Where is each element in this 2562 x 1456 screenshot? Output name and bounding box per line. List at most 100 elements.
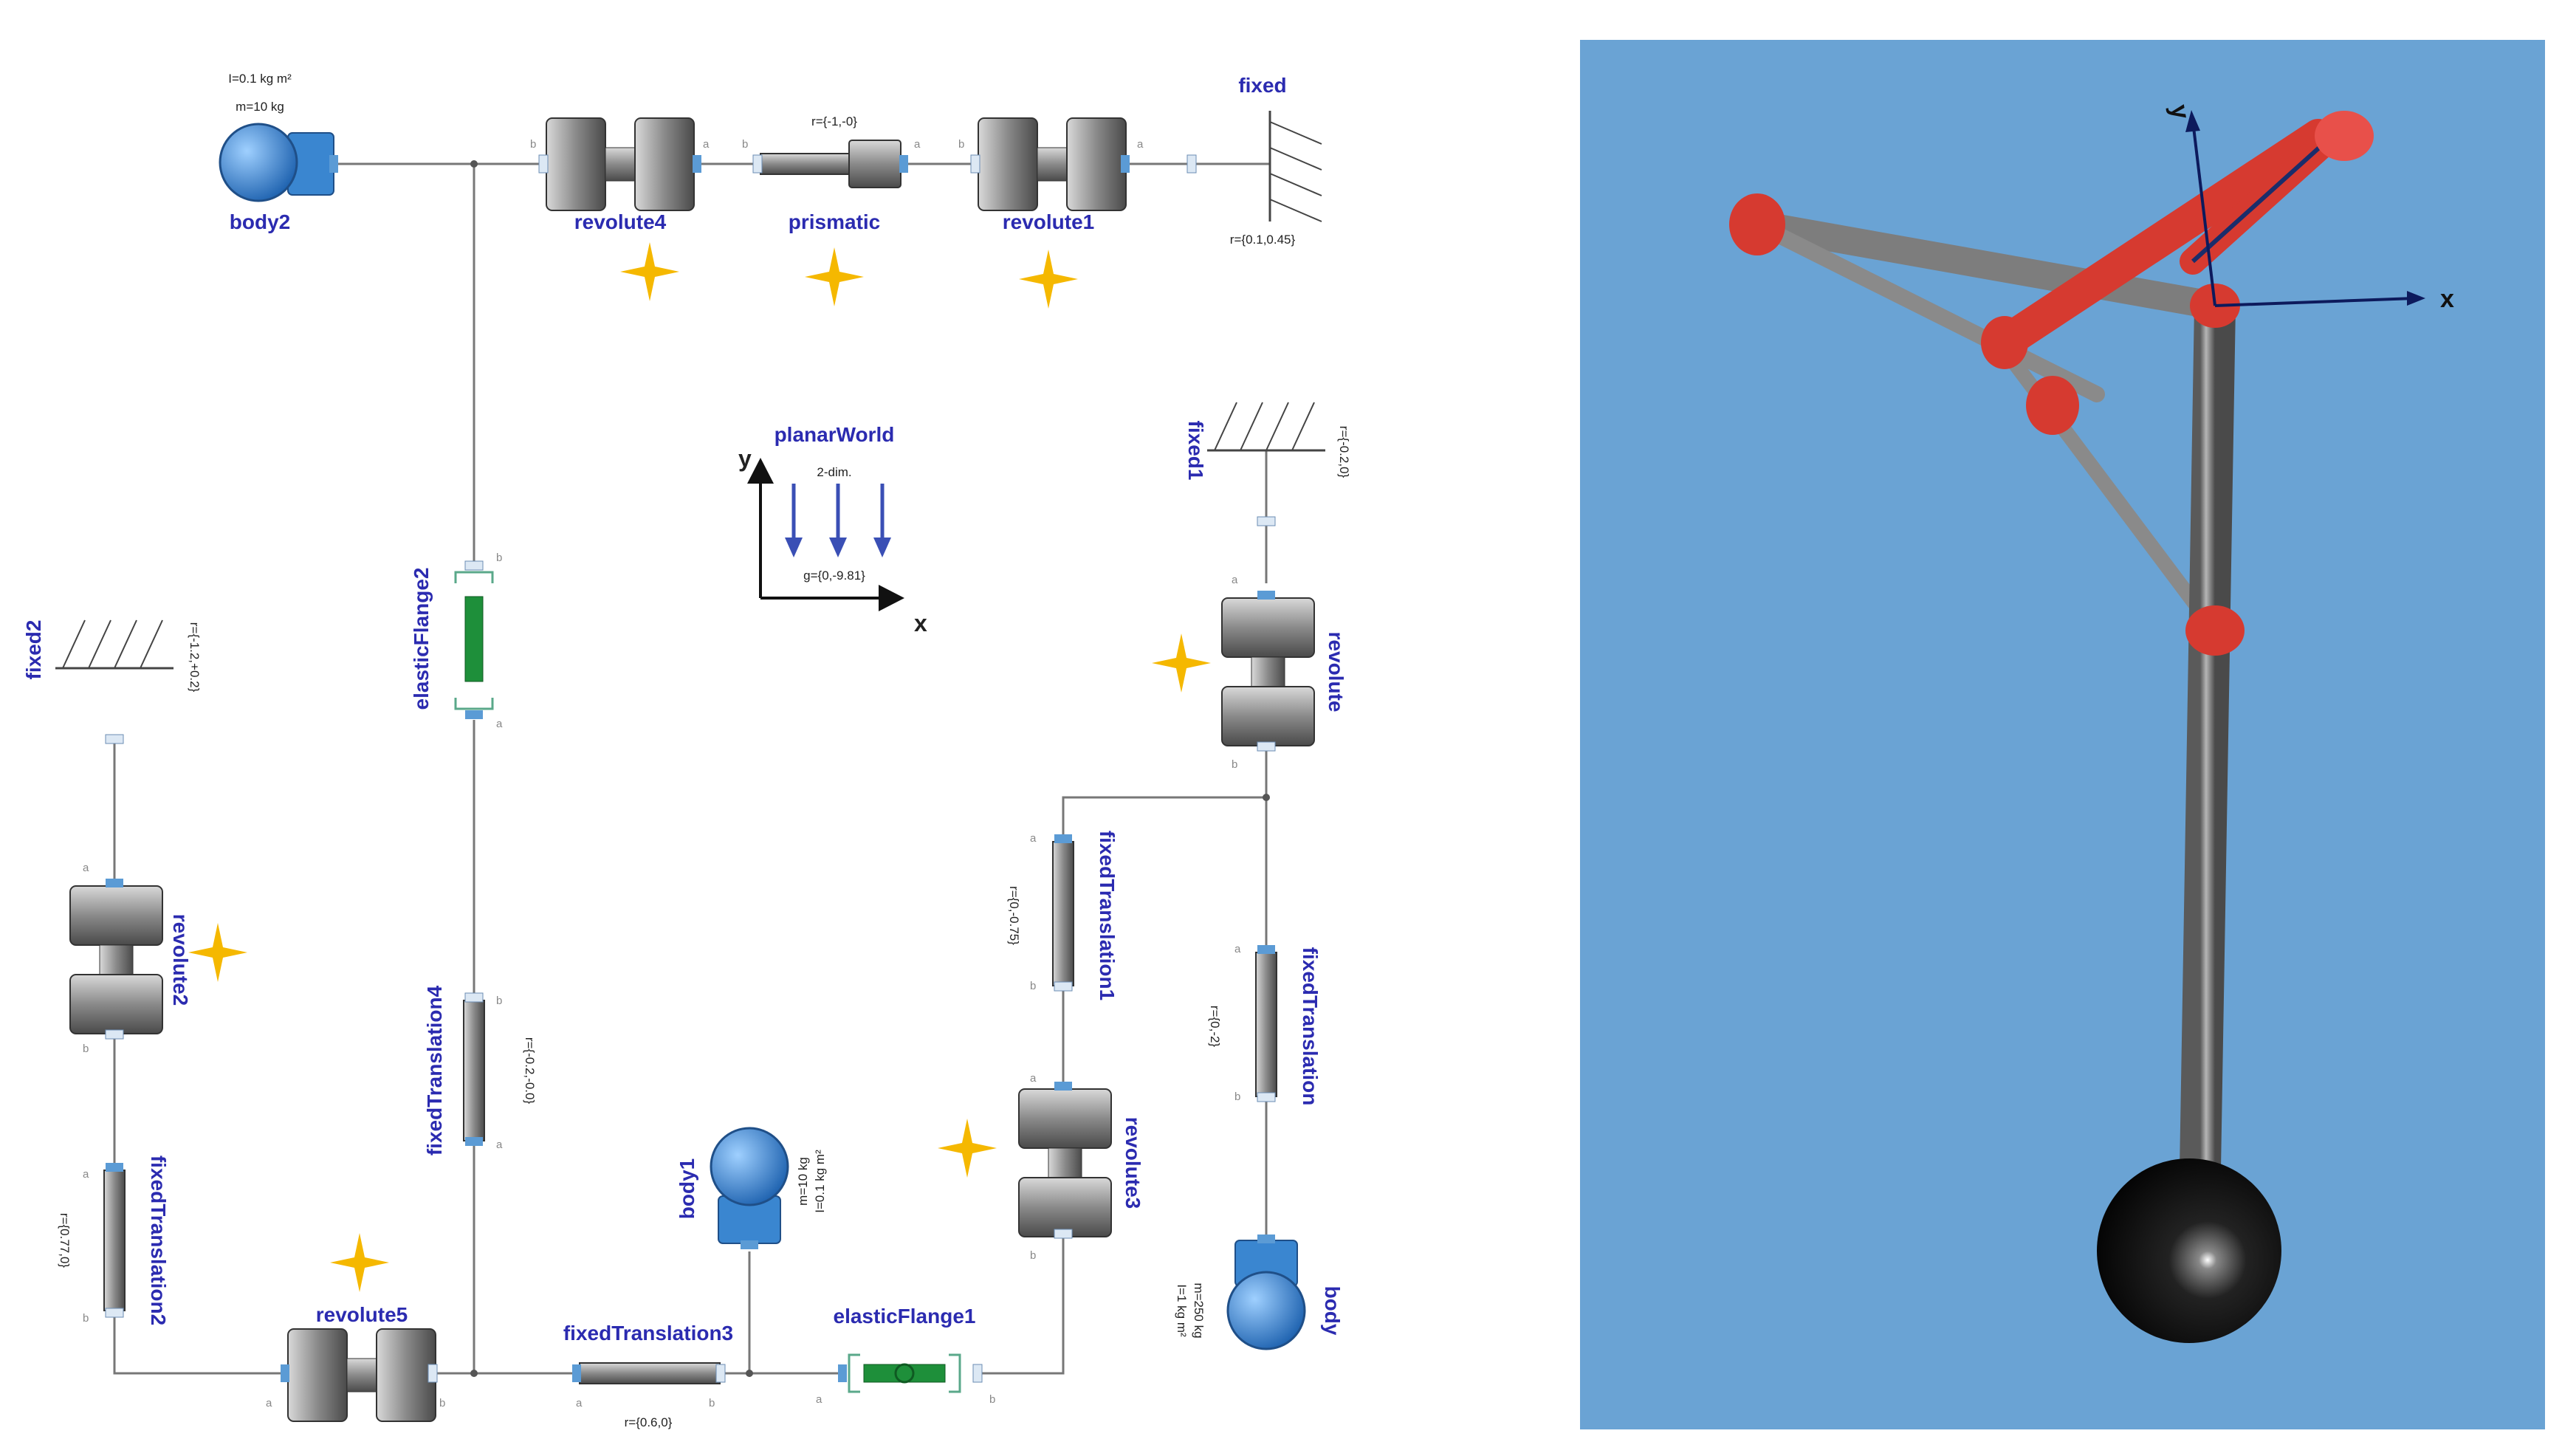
svg-text:a: a — [816, 1393, 822, 1406]
fixedTranslation4-label: fixedTranslation4 — [423, 985, 446, 1155]
svg-text:b: b — [989, 1393, 995, 1406]
revolute1-star-icon — [1019, 250, 1078, 309]
fixedTranslation3-block[interactable]: a b fixedTranslation3 r={0.6,0} — [563, 1322, 733, 1429]
prismatic-star-icon — [805, 247, 864, 306]
body1-inertia: I=0.1 kg m² — [813, 1150, 827, 1213]
prismatic-block[interactable]: b a r={-1,-0} prismatic — [742, 114, 921, 306]
planarWorld-axis-x: x — [914, 610, 927, 636]
svg-text:b: b — [439, 1397, 445, 1409]
body2-block[interactable]: I=0.1 kg m² m=10 kg body2 — [219, 72, 338, 233]
body-block[interactable]: body m=250 kg I=1 kg m² — [1175, 1234, 1344, 1350]
coordinate-axes: x y — [2165, 103, 2454, 313]
svg-text:b: b — [83, 1312, 89, 1325]
svg-text:a: a — [1232, 574, 1238, 586]
svg-text:a: a — [1137, 138, 1144, 151]
svg-text:b: b — [1232, 758, 1237, 771]
revolute-label: revolute — [1325, 632, 1347, 712]
revolute2-label: revolute2 — [169, 914, 192, 1006]
svg-text:a: a — [496, 718, 503, 730]
fixedTranslation2-param: r={0.77,0} — [58, 1213, 72, 1268]
svg-text:a: a — [83, 1168, 89, 1181]
svg-text:b: b — [958, 138, 964, 151]
svg-text:b: b — [530, 138, 536, 151]
planarWorld-axis-y: y — [738, 445, 752, 472]
elasticFlange1-label: elasticFlange1 — [834, 1305, 976, 1328]
fixed-label: fixed — [1238, 74, 1286, 97]
revolute4-star-icon — [620, 242, 679, 301]
fixed1-block[interactable]: fixed1 r={-0.2,0} — [1184, 401, 1351, 526]
svg-text:a: a — [83, 862, 89, 874]
revolute5-label: revolute5 — [316, 1303, 408, 1326]
connection-wires — [113, 160, 1270, 1377]
fixedTranslation1-block[interactable]: a b fixedTranslation1 r={0,-0.75} — [1007, 831, 1119, 1000]
fixedTranslation3-param: r={0.6,0} — [625, 1415, 673, 1429]
revolute3-label: revolute3 — [1122, 1117, 1144, 1209]
axis-x-label: x — [2440, 285, 2454, 313]
svg-text:a: a — [1234, 943, 1241, 955]
body2-label: body2 — [230, 210, 290, 233]
svg-text:a: a — [576, 1397, 583, 1409]
fixed2-param: r={-1.2,+0.2} — [188, 622, 202, 693]
fixedTranslation4-param: r={-0.2,-0.0} — [523, 1037, 537, 1105]
fixed2-label: fixed2 — [22, 620, 45, 680]
svg-text:b: b — [496, 552, 502, 564]
fixed2-block[interactable]: fixed2 r={-1.2,+0.2} — [22, 620, 202, 744]
fixedTranslation3-label: fixedTranslation3 — [563, 1322, 733, 1345]
fixedTranslation1-param: r={0,-0.75} — [1007, 886, 1021, 945]
modelica-diagram: I=0.1 kg m² m=10 kg body2 b a revolute4 … — [22, 72, 1351, 1429]
revolute1-block[interactable]: b a revolute1 — [958, 117, 1144, 309]
prismatic-label: prismatic — [789, 210, 881, 233]
svg-text:b: b — [709, 1397, 715, 1409]
body-label: body — [1321, 1286, 1344, 1336]
revolute5-block[interactable]: a b revolute5 — [266, 1233, 445, 1422]
planarWorld-block[interactable]: y x 2-dim. g={0,-9.81} planarWorld — [738, 423, 927, 636]
fixedTranslation2-label: fixedTranslation2 — [147, 1155, 170, 1325]
fixedTranslation-param: r={0,-2} — [1208, 1006, 1222, 1048]
elasticFlange1-block[interactable]: a b elasticFlange1 — [816, 1305, 995, 1406]
fixedTranslation4-block[interactable]: b a fixedTranslation4 r={-0.2,-0.0} — [423, 985, 537, 1155]
revolute4-label: revolute4 — [574, 210, 667, 233]
fixedTranslation-block[interactable]: a b fixedTranslation r={0,-2} — [1208, 943, 1322, 1105]
elasticFlange2-label: elasticFlange2 — [410, 568, 433, 710]
revolute3-star-icon — [938, 1119, 997, 1178]
planarWorld-label: planarWorld — [775, 423, 895, 446]
svg-text:a: a — [266, 1397, 272, 1409]
body-inertia: I=1 kg m² — [1175, 1284, 1189, 1337]
revolute3-block[interactable]: a b revolute3 — [938, 1072, 1144, 1262]
planarWorld-gravity: g={0,-9.81} — [803, 569, 865, 583]
revolute-block[interactable]: a b revolute — [1152, 574, 1347, 771]
svg-text:a: a — [703, 138, 710, 151]
fixed1-param: r={-0.2,0} — [1337, 426, 1351, 478]
svg-text:b: b — [496, 995, 502, 1007]
fixedTranslation2-block[interactable]: a b fixedTranslation2 r={0.77,0} — [58, 1155, 170, 1325]
revolute1-label: revolute1 — [1003, 210, 1095, 233]
fixedTranslation-label: fixedTranslation — [1299, 947, 1322, 1106]
body1-label: body1 — [676, 1158, 698, 1219]
revolute4-block[interactable]: b a revolute4 — [530, 117, 710, 301]
svg-text:a: a — [1030, 1072, 1037, 1085]
body2-inertia: I=0.1 kg m² — [228, 72, 292, 86]
prismatic-param: r={-1,-0} — [811, 114, 857, 128]
svg-text:b: b — [83, 1043, 89, 1055]
revolute-star-icon — [1152, 633, 1211, 693]
revolute2-star-icon — [188, 923, 247, 982]
svg-text:b: b — [1030, 980, 1036, 992]
svg-text:b: b — [1234, 1091, 1240, 1103]
animation-3d-view: x y — [1580, 40, 2545, 1429]
fixed-block[interactable]: fixed r={0.1,0.45} — [1186, 74, 1322, 247]
fixed-param: r={0.1,0.45} — [1230, 233, 1296, 247]
body1-block[interactable]: body1 m=10 kg I=0.1 kg m² — [676, 1127, 827, 1249]
svg-text:a: a — [496, 1139, 503, 1151]
body2-mass: m=10 kg — [236, 100, 284, 114]
fixed1-label: fixed1 — [1184, 421, 1207, 481]
svg-text:a: a — [1030, 832, 1037, 845]
elasticFlange2-block[interactable]: b a elasticFlange2 — [410, 552, 503, 730]
revolute2-block[interactable]: a b revolute2 — [69, 862, 247, 1055]
body1-mass: m=10 kg — [796, 1157, 810, 1206]
planarWorld-dim: 2-dim. — [817, 465, 851, 479]
scene-background — [1580, 40, 2545, 1429]
svg-text:b: b — [742, 138, 748, 151]
fixedTranslation1-label: fixedTranslation1 — [1096, 831, 1119, 1000]
gravity-arrows — [785, 484, 891, 557]
revolute5-star-icon — [330, 1233, 389, 1292]
